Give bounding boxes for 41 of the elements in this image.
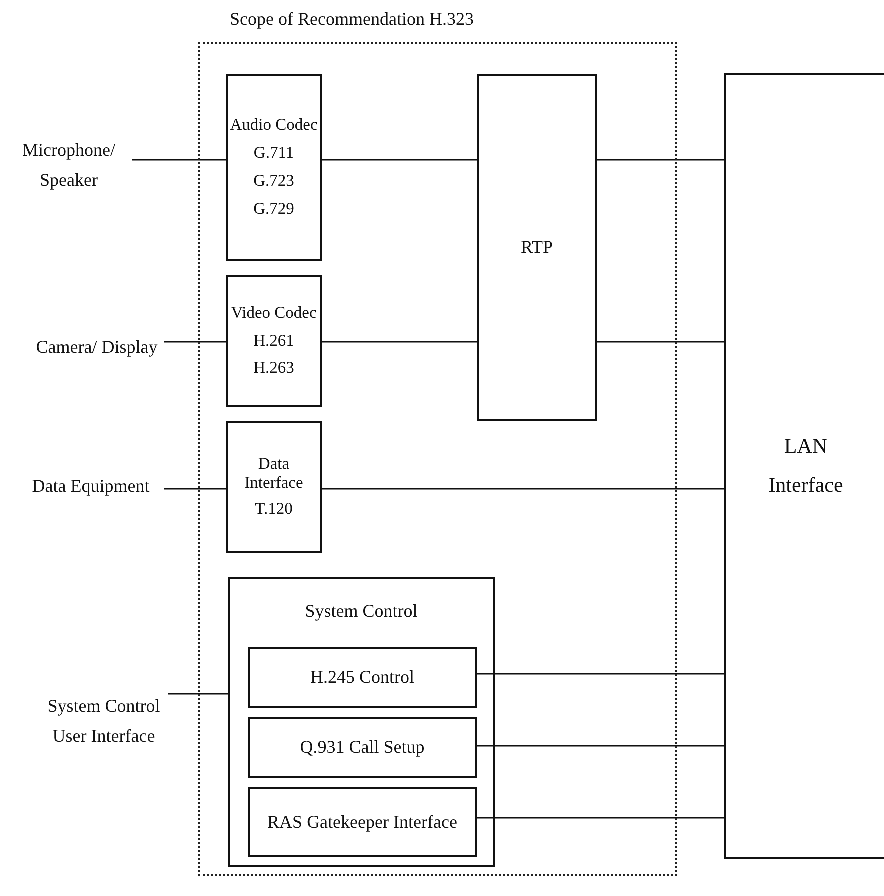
process-box (226, 74, 322, 261)
connector-line (164, 488, 226, 490)
box-label: G.723 (254, 172, 294, 191)
box-label: H.263 (254, 359, 294, 378)
connector-line (597, 159, 724, 161)
device-label: Microphone/ Speaker (22, 139, 116, 192)
box-label: H.245 Control (310, 667, 414, 688)
connector-line (477, 817, 724, 819)
device-label: Camera/ Display (35, 336, 159, 360)
device-label: System Control User Interface (46, 695, 162, 748)
process-box (226, 421, 322, 553)
connector-line (322, 341, 477, 343)
box-label: Audio Codec (230, 116, 318, 136)
box-label: H.261 (254, 332, 294, 350)
process-box (248, 717, 477, 778)
box-label: G.729 (254, 200, 294, 219)
connector-line (322, 159, 477, 161)
connector-line (597, 341, 724, 343)
connector-line (322, 488, 724, 490)
scope-title: Scope of Recommendation H.323 (230, 8, 474, 30)
process-box (477, 74, 597, 421)
group-heading: System Control (305, 601, 418, 622)
process-box (248, 647, 477, 708)
connector-line (477, 745, 724, 747)
interface-label: LAN Interface (768, 433, 844, 499)
box-label: Video Codec (231, 304, 317, 323)
interface-box (724, 73, 884, 859)
device-label: Data Equipment (31, 475, 151, 498)
process-box (248, 787, 477, 857)
connector-line (477, 673, 724, 675)
box-label: RTP (521, 237, 553, 258)
process-box (226, 275, 322, 407)
box-label: Data Interface (244, 454, 304, 492)
box-label: Q.931 Call Setup (300, 737, 425, 758)
connector-line (168, 693, 228, 695)
box-label: G.711 (254, 144, 294, 163)
box-label: RAS Gatekeeper Interface (268, 812, 458, 832)
connector-line (132, 159, 226, 161)
box-label: T.120 (255, 500, 293, 520)
connector-line (164, 341, 226, 343)
group-box (228, 577, 495, 867)
